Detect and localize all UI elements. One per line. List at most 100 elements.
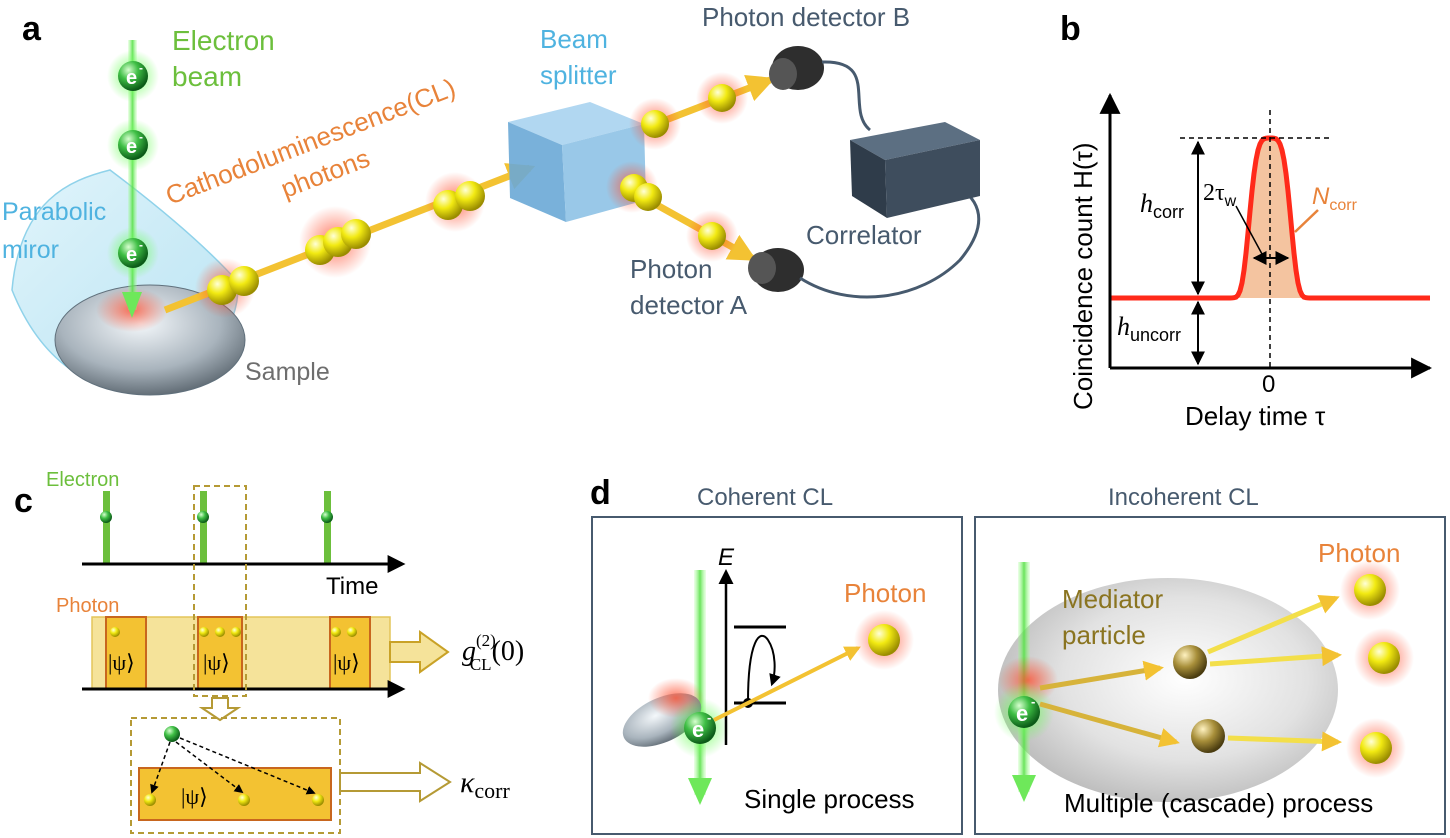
svg-text:-: - — [1031, 694, 1035, 709]
svg-text:-: - — [139, 238, 143, 252]
svg-text:e: e — [126, 136, 137, 158]
svg-text:2τw: 2τw — [1203, 180, 1237, 210]
incoherent-electron: e - — [994, 682, 1054, 742]
wavepacket-1: |ψ⟩ — [105, 616, 147, 690]
svg-text:Mediator particle: Mediator particle — [1062, 584, 1170, 650]
detector-a-label-line1: Photon — [630, 254, 712, 284]
zoom-arrow — [198, 697, 242, 722]
electron-particle-1: e - — [107, 50, 159, 102]
sample-label: Sample — [245, 358, 330, 386]
electron-particle-3: e - — [107, 227, 159, 279]
correlator-label: Correlator — [806, 220, 922, 250]
svg-text:Photon detector A: Photon detector A — [630, 254, 748, 320]
g2-sub: CL — [470, 655, 492, 674]
zoom-wavepacket — [138, 767, 332, 821]
single-process-label: Single process — [744, 784, 915, 814]
coincidence-chart — [1099, 92, 1433, 379]
electron-label: Electron — [46, 469, 119, 491]
correlator-box — [850, 122, 980, 218]
photon-detector-a — [748, 248, 804, 292]
mediator-label-line1: Mediator — [1062, 584, 1163, 614]
excitation-arrow — [747, 634, 781, 703]
energy-label: E — [718, 544, 735, 571]
svg-text:e: e — [126, 67, 137, 89]
coherent-photon-arrow — [713, 646, 861, 722]
electron-particle-2: e - — [107, 119, 159, 171]
svg-text:-: - — [707, 710, 711, 725]
beam-splitter-label-line2: splitter — [540, 60, 617, 90]
width-label: 2τ — [1203, 180, 1225, 206]
kappa-arrow — [339, 761, 452, 803]
panel-b-label: b — [1060, 10, 1081, 48]
svg-text:κcorr: κcorr — [460, 766, 510, 803]
width-sub: w — [1224, 193, 1237, 210]
svg-text:huncorr: huncorr — [1117, 312, 1181, 345]
mediator-particle-1 — [1173, 645, 1207, 679]
mediator-label-line2: particle — [1062, 620, 1146, 650]
electron-beam-label-line1: Electron — [172, 25, 275, 56]
mediator-particle-2 — [1191, 719, 1225, 753]
wavepacket-3: |ψ⟩ — [329, 616, 371, 690]
zoom-psi: |ψ⟩ — [181, 784, 208, 809]
h-uncorr-label: h — [1117, 312, 1130, 341]
detector-a-label-line2: detector A — [630, 290, 748, 320]
ylabel: Coincidence count H(τ) — [1068, 142, 1098, 410]
photon-label: Photon — [56, 595, 119, 617]
mirror-label-line1: Parabolic — [2, 198, 106, 226]
panel-a: a Parabolic miror Sample e - e - e — [2, 2, 981, 396]
panel-a-label: a — [22, 10, 42, 48]
h-corr-label: h — [1140, 189, 1153, 218]
svg-text:Beam splitter: Beam splitter — [540, 24, 617, 90]
svg-text:|ψ⟩: |ψ⟩ — [108, 650, 135, 675]
time-label: Time — [326, 573, 378, 600]
svg-text:g(2)CL(0): g(2) CL(0) — [462, 631, 524, 674]
panel-b: b Coincidence count H(τ) Delay time τ 0 … — [1060, 10, 1433, 431]
coherent-title: Coherent CL — [697, 484, 833, 511]
x-tick-zero: 0 — [1262, 371, 1275, 398]
g2-sup: (2) — [476, 631, 496, 650]
incoherent-title: Incoherent CL — [1108, 484, 1259, 511]
cable-a — [799, 186, 981, 299]
svg-text:hcorr: hcorr — [1140, 189, 1184, 222]
svg-text:|ψ⟩: |ψ⟩ — [203, 650, 230, 675]
photon-detector-b — [769, 46, 824, 90]
svg-text:Parabolic miror: Parabolic miror — [2, 198, 113, 264]
width-pointer — [1235, 205, 1263, 255]
xlabel: Delay time τ — [1185, 401, 1326, 431]
svg-text:e: e — [126, 244, 137, 266]
svg-text:Electron beam: Electron beam — [172, 25, 283, 92]
kappa-sub: corr — [474, 778, 510, 803]
svg-text:e: e — [692, 717, 704, 742]
svg-text:-: - — [139, 61, 143, 75]
h-corr-sub: corr — [1153, 202, 1184, 222]
beam-splitter-label-line1: Beam — [540, 24, 608, 54]
electron-beam-arrowhead — [122, 292, 142, 318]
kappa-main: κ — [460, 766, 475, 799]
beam-splitter-cube — [508, 102, 646, 222]
svg-text:|ψ⟩: |ψ⟩ — [333, 650, 360, 675]
mirror-label-line2: miror — [2, 236, 59, 264]
g2-arrow — [389, 630, 450, 674]
h-uncorr-sub: uncorr — [1130, 325, 1181, 345]
incoherent-photon-label: Photon — [1318, 538, 1400, 568]
n-corr-sub: corr — [1329, 197, 1357, 214]
panel-c: c Electron Time Photon |ψ⟩ |ψ⟩ — [14, 469, 524, 834]
zoom-box — [130, 717, 341, 834]
n-corr-label: N — [1312, 183, 1330, 210]
svg-text:-: - — [139, 130, 143, 144]
wavepacket-2: |ψ⟩ — [197, 616, 243, 690]
cl-photon-group — [195, 172, 485, 318]
coherent-electron: e - — [670, 698, 730, 758]
svg-text:e: e — [1016, 701, 1028, 726]
g2-arg: (0) — [492, 636, 525, 667]
detector-b-label: Photon detector B — [702, 2, 910, 32]
selection-box — [193, 485, 247, 697]
g2-main: g — [462, 636, 476, 667]
panel-d: d Coherent CL e - E Photon Single proces… — [590, 474, 1446, 835]
coherent-photon-label: Photon — [844, 578, 926, 608]
svg-text:Ncorr: Ncorr — [1312, 183, 1358, 214]
panel-c-label: c — [14, 482, 33, 520]
panel-d-label: d — [590, 474, 611, 512]
multiple-process-label: Multiple (cascade) process — [1064, 788, 1373, 818]
